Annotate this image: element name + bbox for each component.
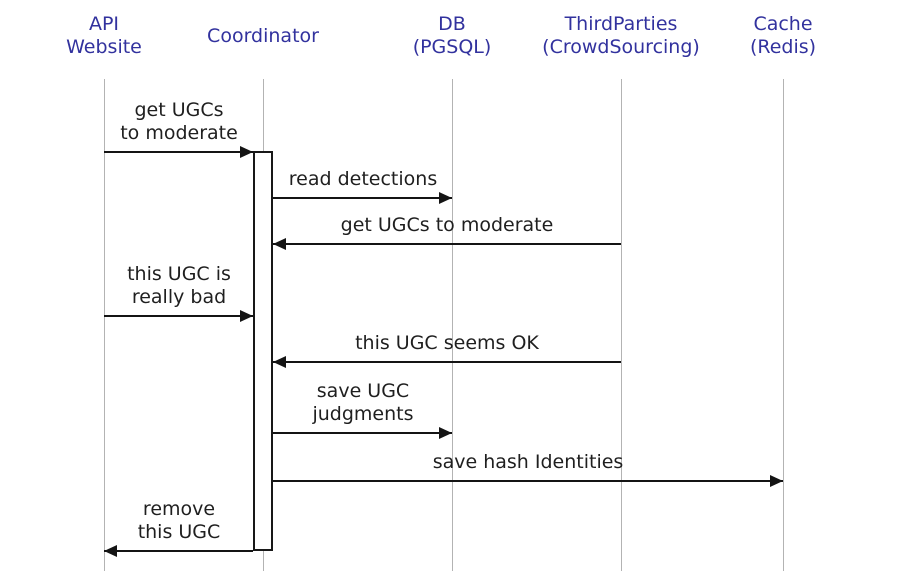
message-label: save hash Identities (432, 451, 624, 473)
participant-label-coordinator: Coordinator (207, 24, 319, 47)
arrowhead-right-icon (770, 475, 783, 487)
message-arrow (273, 361, 621, 363)
participant-label-thirdparties: ThirdParties (CrowdSourcing) (542, 13, 700, 58)
message-label: this UGC is really bad (127, 263, 231, 308)
lifeline-db-pgsql (452, 79, 453, 571)
lifeline-thirdparties (621, 79, 622, 571)
message-arrow (273, 197, 452, 199)
message-label: read detections (288, 168, 438, 190)
lifeline-cache-redis (783, 79, 784, 571)
message-label: remove this UGC (137, 498, 221, 543)
activation-bar-coordinator (253, 151, 273, 551)
message-arrow (104, 151, 253, 153)
participant-label-cache-redis: Cache (Redis) (749, 13, 817, 58)
message-arrow (273, 243, 621, 245)
arrowhead-left-icon (104, 545, 117, 557)
arrowhead-right-icon (240, 310, 253, 322)
message-arrow (273, 480, 783, 482)
arrowhead-right-icon (439, 192, 452, 204)
participant-label-api-website: API Website (66, 13, 142, 58)
arrowhead-left-icon (273, 238, 286, 250)
message-label: get UGCs to moderate (340, 214, 554, 236)
message-label: this UGC seems OK (355, 332, 539, 354)
message-arrow (273, 432, 452, 434)
message-label: save UGC judgments (312, 380, 414, 425)
message-label: get UGCs to moderate (120, 99, 238, 144)
message-arrow (104, 315, 253, 317)
arrowhead-right-icon (240, 146, 253, 158)
participant-label-db-pgsql: DB (PGSQL) (412, 13, 492, 58)
lifeline-api-website (104, 79, 105, 571)
arrowhead-right-icon (439, 427, 452, 439)
message-arrow (104, 550, 253, 552)
arrowhead-left-icon (273, 356, 286, 368)
